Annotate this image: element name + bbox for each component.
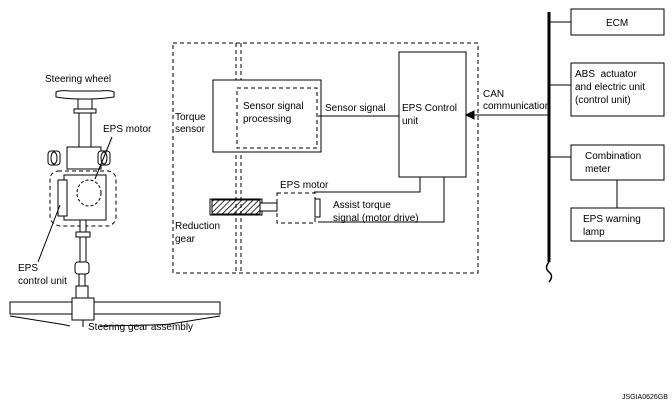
eps-system-block [172, 42, 549, 274]
combination-meter-box [570, 144, 665, 181]
steering-column-illustration [9, 90, 221, 327]
steering-wheel-shape [55, 90, 115, 100]
gear-assembly-brace-left [9, 315, 71, 327]
sensor-signal-processing-line1: Sensor signal [243, 101, 304, 112]
torque-sensor-label-line2: sensor [175, 124, 206, 135]
abs-label-line1: ABS actuator [575, 69, 637, 80]
combination-meter-label-line2: meter [585, 164, 611, 175]
eps-motor-label-left: EPS motor [103, 124, 152, 135]
eps-motor-label-center: EPS motor [280, 180, 329, 191]
eps-control-unit-box-line2: unit [402, 116, 418, 127]
steering-gear-assembly-label: Steering gear assembly [88, 322, 193, 333]
ecm-label: ECM [606, 18, 628, 29]
reduction-gear-label-line2: gear [175, 234, 196, 245]
assist-torque-label-line1: Assist torque [333, 200, 391, 211]
control-unit-leader-line [37, 204, 61, 263]
steering-wheel-label: Steering wheel [45, 74, 111, 85]
abs-label-line2: and electric unit [575, 82, 645, 93]
eps-motor-dashed-box [276, 192, 316, 224]
eps-warning-lamp-label-line1: EPS warning [583, 214, 641, 225]
eps-motor-leader-line [94, 136, 113, 180]
sensor-signal-label: Sensor signal [325, 103, 386, 114]
eps-control-unit-box-line1: EPS Control [402, 103, 457, 114]
eps-control-unit-label-line2: control unit [18, 276, 67, 287]
eps-system-dashed-boundary [172, 42, 479, 274]
eps-motor-ellipse [76, 179, 102, 207]
abs-unit-box [570, 62, 665, 117]
can-communication-label-line1: CAN [483, 89, 504, 100]
ecm-box [570, 8, 665, 36]
eps-motor-dashed-region [49, 170, 117, 227]
eps-control-unit-label-line1: EPS [18, 263, 38, 274]
eps-warning-lamp-box [570, 207, 665, 242]
torque-sensor-label-line1: Torque [175, 112, 206, 123]
gear-assembly-brace-right [99, 315, 221, 327]
can-bus-end-squiggle [545, 261, 553, 283]
eps-warning-lamp-label-line2: lamp [583, 227, 605, 238]
figure-code: JSGIA0626GB [622, 394, 668, 401]
can-arrowhead [464, 110, 475, 120]
can-communication-label-line2: communication [483, 101, 550, 112]
combination-meter-label-line1: Combination [585, 151, 641, 162]
assist-torque-signal-line [318, 177, 445, 223]
can-bus-network [545, 8, 665, 283]
reduction-gear-label-line1: Reduction [175, 221, 220, 232]
eps-control-unit-box [398, 51, 467, 178]
abs-label-line3: (control unit) [575, 95, 631, 106]
sensor-signal-processing-line2: processing [243, 114, 291, 125]
control-to-motor-line [314, 177, 421, 193]
torque-sensor-box [212, 79, 322, 153]
reduction-gear-worm [211, 199, 261, 215]
assist-torque-label-line2: signal (motor drive) [333, 213, 419, 224]
